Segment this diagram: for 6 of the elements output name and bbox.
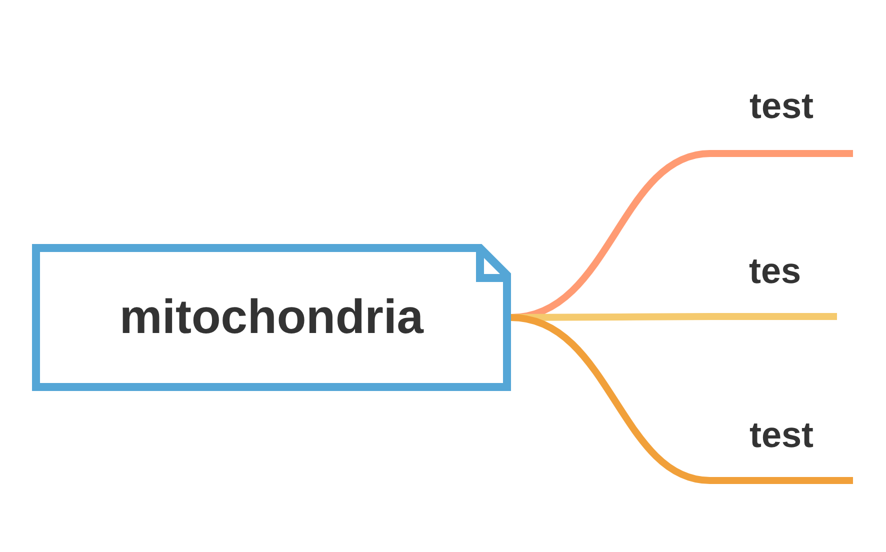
topic-label: tes <box>748 253 802 289</box>
central-topic-label: mitochondria <box>119 294 424 342</box>
branch-line <box>510 314 711 484</box>
topic-label: test <box>749 417 814 453</box>
topic-box <box>32 244 511 391</box>
topic-label: test <box>749 88 814 124</box>
